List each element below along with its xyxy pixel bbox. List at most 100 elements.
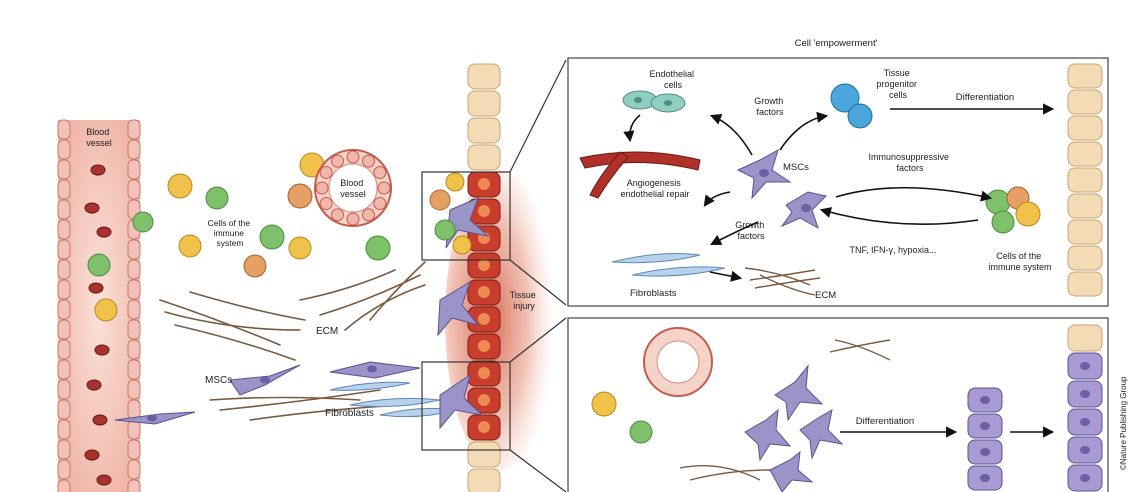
label-immunosuppressive-l1: Immunosuppressive (868, 152, 949, 162)
tissue-cell-nucleus (478, 205, 490, 217)
mscs-left (114, 361, 421, 425)
vessel-ring-cell (346, 150, 360, 164)
vessel-wall-cell (57, 339, 71, 360)
vessel-wall-cell (127, 479, 141, 492)
immune-cell-yellow-icon (167, 173, 193, 199)
epithelium-cell-nucleus (1080, 474, 1090, 482)
vessel-ring-cell (373, 166, 387, 179)
arrows-top-panel (623, 103, 1055, 282)
label-differentiation-bottom: Differentiation (856, 416, 914, 427)
label-blood-vessel2-l1: Blood (340, 178, 363, 188)
label-immune-l3: system (217, 238, 244, 248)
vessel-ring-cell (362, 154, 375, 168)
label-tissue-injury-l1: Tissue (510, 290, 536, 300)
label-mscs-center: MSCs (783, 162, 809, 173)
label-tnf: TNF, IFN-γ, hypoxia... (849, 245, 936, 255)
zoom-box-top (421, 59, 567, 306)
tissue-cell (467, 117, 501, 144)
vessel-ring-cell (319, 197, 333, 210)
label-growth-factors-bottom-l2: factors (737, 231, 765, 241)
svg-text:Blood vessel: Blood vessel (86, 127, 112, 148)
epithelium-cell (1067, 141, 1103, 167)
svg-text:Growth factors: Growth factors (754, 96, 786, 117)
tissue-cell (467, 144, 501, 171)
label-immunosuppressive-l2: factors (896, 163, 924, 173)
vessel-ring-cell (315, 181, 329, 195)
immune-cell-green-icon (629, 420, 653, 444)
immune-cell-green-icon (132, 211, 154, 233)
vessel-wall-left (57, 119, 71, 492)
vessel-wall-cell (127, 139, 141, 160)
endothelial-cells-icon (622, 90, 686, 113)
vessel-wall-cell (57, 219, 71, 240)
red-blood-cell-icon (96, 226, 112, 238)
label-mscs-left: MSCs (205, 375, 232, 386)
vessel-ring-cell (373, 197, 387, 210)
svg-text:Tissue injury: Tissue injury (510, 290, 539, 311)
credit-text: ©Nature Publishing Group (1119, 376, 1128, 470)
vessel-wall-cell (57, 439, 71, 460)
red-blood-cell-icon (94, 344, 110, 356)
vessel-wall-cell (57, 299, 71, 320)
vessel-wall-cell (57, 119, 71, 140)
immune-cell-yellow-icon (94, 298, 118, 322)
vessel-wall-cell (127, 179, 141, 200)
tissue-epithelium-column (467, 63, 501, 492)
zoom-box-bottom (421, 317, 567, 492)
label-immune-right-l2: immune system (988, 262, 1051, 272)
vessel-wall-cell (57, 319, 71, 340)
epithelium-cell (1067, 167, 1103, 193)
immune-cell-yellow-icon (178, 234, 202, 258)
label-immune-l1: Cells of the (208, 218, 251, 228)
left-blood-vessel: Blood vessel (57, 119, 141, 492)
vessel-ring-cell (331, 208, 344, 222)
tissue-cell-nucleus (478, 313, 490, 325)
progenitor-cells-icon (830, 83, 873, 129)
red-blood-cell-icon (92, 414, 108, 426)
vessel-wall-cell (127, 239, 141, 260)
label-blood-vessel2-l2: vessel (340, 189, 366, 199)
epithelium-cell (1067, 63, 1103, 89)
immune-cell-green-icon (205, 186, 229, 210)
label-progenitor-l3: cells (889, 90, 908, 100)
vessel-ring-cell (319, 166, 333, 179)
differentiated-cell-nucleus (980, 474, 990, 482)
red-blood-cell-icon (90, 164, 106, 176)
label-endothelial-l2: cells (664, 80, 683, 90)
fibroblasts-top-icon (611, 253, 726, 277)
epithelium-column-top-panel (1067, 63, 1103, 297)
label-blood-vessel-l2: vessel (86, 138, 112, 148)
ecm-bottom-icon (679, 339, 891, 481)
tissue-cell-nucleus (478, 367, 490, 379)
tissue-cell-nucleus (478, 178, 490, 190)
label-growth-factors-top-l1: Growth (754, 96, 783, 106)
label-fibroblasts-left: Fibroblasts (325, 408, 374, 419)
vessel-wall-cell (57, 239, 71, 260)
label-immune-right-l1: Cells of the (996, 251, 1041, 261)
epithelium-column-bottom-panel (1067, 324, 1103, 492)
red-blood-cell-icon (84, 449, 100, 461)
tissue-cell (467, 441, 501, 468)
vessel-wall-cell (57, 139, 71, 160)
immune-cells-right-icon (985, 186, 1041, 234)
differentiated-cells-middle (967, 387, 1003, 491)
svg-text:Cells of the immune system: Cells of the immune system (988, 251, 1051, 272)
vessel-wall-right (127, 119, 141, 492)
label-immune-l2: immune (214, 228, 245, 238)
mscs-center-icon (736, 148, 827, 230)
vessel-wall-cell (127, 279, 141, 300)
vessel-wall-cell (57, 419, 71, 440)
svg-text:Blood vessel: Blood vessel (340, 178, 366, 199)
immune-cell-green-icon (259, 224, 285, 250)
label-progenitor-l1: Tissue (884, 68, 910, 78)
immune-cell-yellow-icon (591, 391, 617, 417)
red-blood-cell-icon (86, 379, 102, 391)
epithelium-cell (1067, 245, 1103, 271)
immune-cells-cluster: Cells of the immune system (132, 152, 391, 278)
epithelium-cell (1067, 271, 1103, 297)
vessel-wall-cell (57, 199, 71, 220)
vessel-wall-cell (57, 179, 71, 200)
epithelium-cell-nucleus (1080, 446, 1090, 454)
immune-cell-green-icon (365, 235, 391, 261)
